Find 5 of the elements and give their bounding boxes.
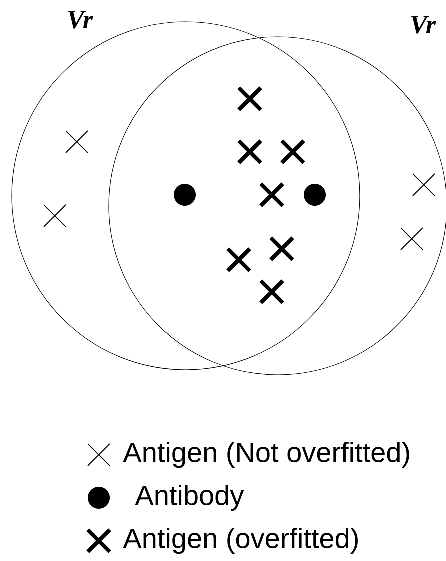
legend-label: Antibody bbox=[135, 484, 244, 512]
circle-label: Vr bbox=[68, 11, 94, 29]
legend-label: Antigen (Not overfitted) bbox=[123, 442, 410, 468]
circle-label: Vr bbox=[412, 16, 436, 34]
legend-label: Antigen (overfitted) bbox=[123, 528, 358, 554]
